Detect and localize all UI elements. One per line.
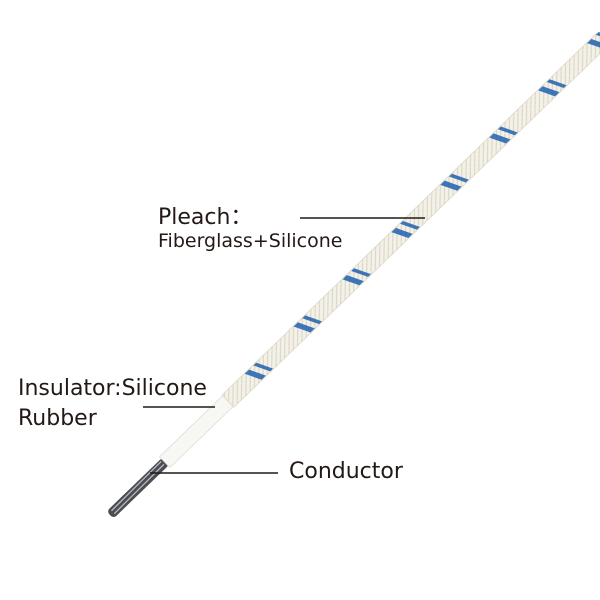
blue-stripe-mark (440, 173, 469, 191)
pleach-title-label: Pleach： (158, 205, 253, 230)
blue-stripe-mark (342, 268, 371, 286)
blue-stripe-mark (538, 79, 567, 97)
blue-stripe-mark (293, 315, 323, 333)
blue-stripe-mark (391, 220, 420, 239)
blue-stripe-mark (489, 126, 518, 144)
conductor-wire (108, 458, 168, 517)
insulator-label-line1: Insulator:Silicone (18, 376, 207, 401)
braided-sheath (221, 32, 600, 408)
blue-stripe-mark (587, 32, 600, 50)
pleach-material-label: Fiberglass+Silicone (158, 230, 343, 252)
blue-stripe-mark (244, 362, 274, 380)
insulator-sleeve (158, 393, 236, 469)
insulator-label-line2: Rubber (18, 406, 97, 431)
conductor-label: Conductor (289, 459, 403, 484)
